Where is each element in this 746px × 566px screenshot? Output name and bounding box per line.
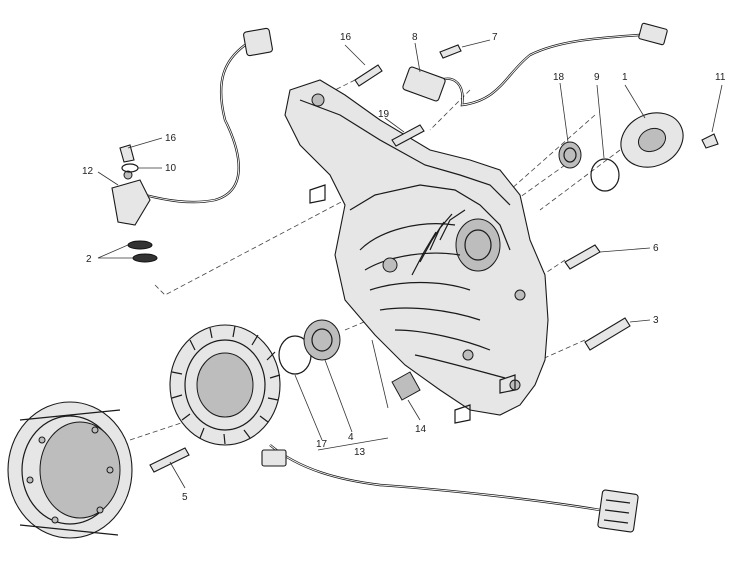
stator-plug-connector xyxy=(597,489,639,533)
pickup-sensor-12 xyxy=(111,179,151,226)
screw-6-icon xyxy=(564,244,601,270)
bearing-4 xyxy=(303,319,341,361)
circlip-9 xyxy=(590,158,620,192)
callout-6: 6 xyxy=(653,243,659,254)
screw-3-icon xyxy=(584,317,631,351)
screw-16-left-icon xyxy=(119,144,135,163)
callout-numbers: 16 8 7 18 9 1 11 19 16 10 12 2 6 3 5 4 1… xyxy=(82,32,726,503)
screw-19-icon xyxy=(391,124,425,147)
callout-2: 2 xyxy=(86,254,92,265)
screw-16-top-icon xyxy=(354,64,383,87)
screw-11-icon xyxy=(701,133,719,149)
callout-10: 10 xyxy=(165,163,177,174)
callout-19: 19 xyxy=(378,109,390,120)
callout-7: 7 xyxy=(492,32,498,43)
sensor-bracket-8 xyxy=(402,66,446,102)
callout-5: 5 xyxy=(182,492,188,503)
o-ring-2a xyxy=(127,240,153,250)
callout-11: 11 xyxy=(715,72,726,83)
callout-17: 17 xyxy=(316,439,328,450)
o-ring-2b xyxy=(132,253,158,263)
screw-7-icon xyxy=(439,44,462,59)
generator-cover xyxy=(284,79,549,424)
top-sensor-wire xyxy=(402,22,668,107)
left-sensor-wire xyxy=(111,27,273,226)
stator xyxy=(169,324,281,446)
screw-5-icon xyxy=(149,447,190,473)
grommet-14 xyxy=(391,371,421,401)
washer-10 xyxy=(121,163,139,173)
callout-9: 9 xyxy=(594,72,600,83)
callout-13: 13 xyxy=(354,447,366,458)
callout-3: 3 xyxy=(653,315,659,326)
callout-1: 1 xyxy=(622,72,628,83)
top-wire-connector xyxy=(638,22,668,46)
callout-14: 14 xyxy=(415,424,427,435)
rotor-flywheel xyxy=(7,401,133,539)
callout-8: 8 xyxy=(412,32,418,43)
small-parts xyxy=(119,44,719,473)
callout-16-top: 16 xyxy=(340,32,352,43)
callout-12: 12 xyxy=(82,166,94,177)
callout-16-left: 16 xyxy=(165,133,177,144)
left-wire-connector xyxy=(243,27,273,57)
callout-4: 4 xyxy=(348,432,354,443)
seal-18 xyxy=(558,141,582,169)
stator-harness xyxy=(261,444,639,533)
callout-18: 18 xyxy=(553,72,565,83)
callout-leaders xyxy=(97,39,723,489)
cover-bearing-boss xyxy=(455,218,501,272)
stator-connector-block xyxy=(261,449,287,467)
